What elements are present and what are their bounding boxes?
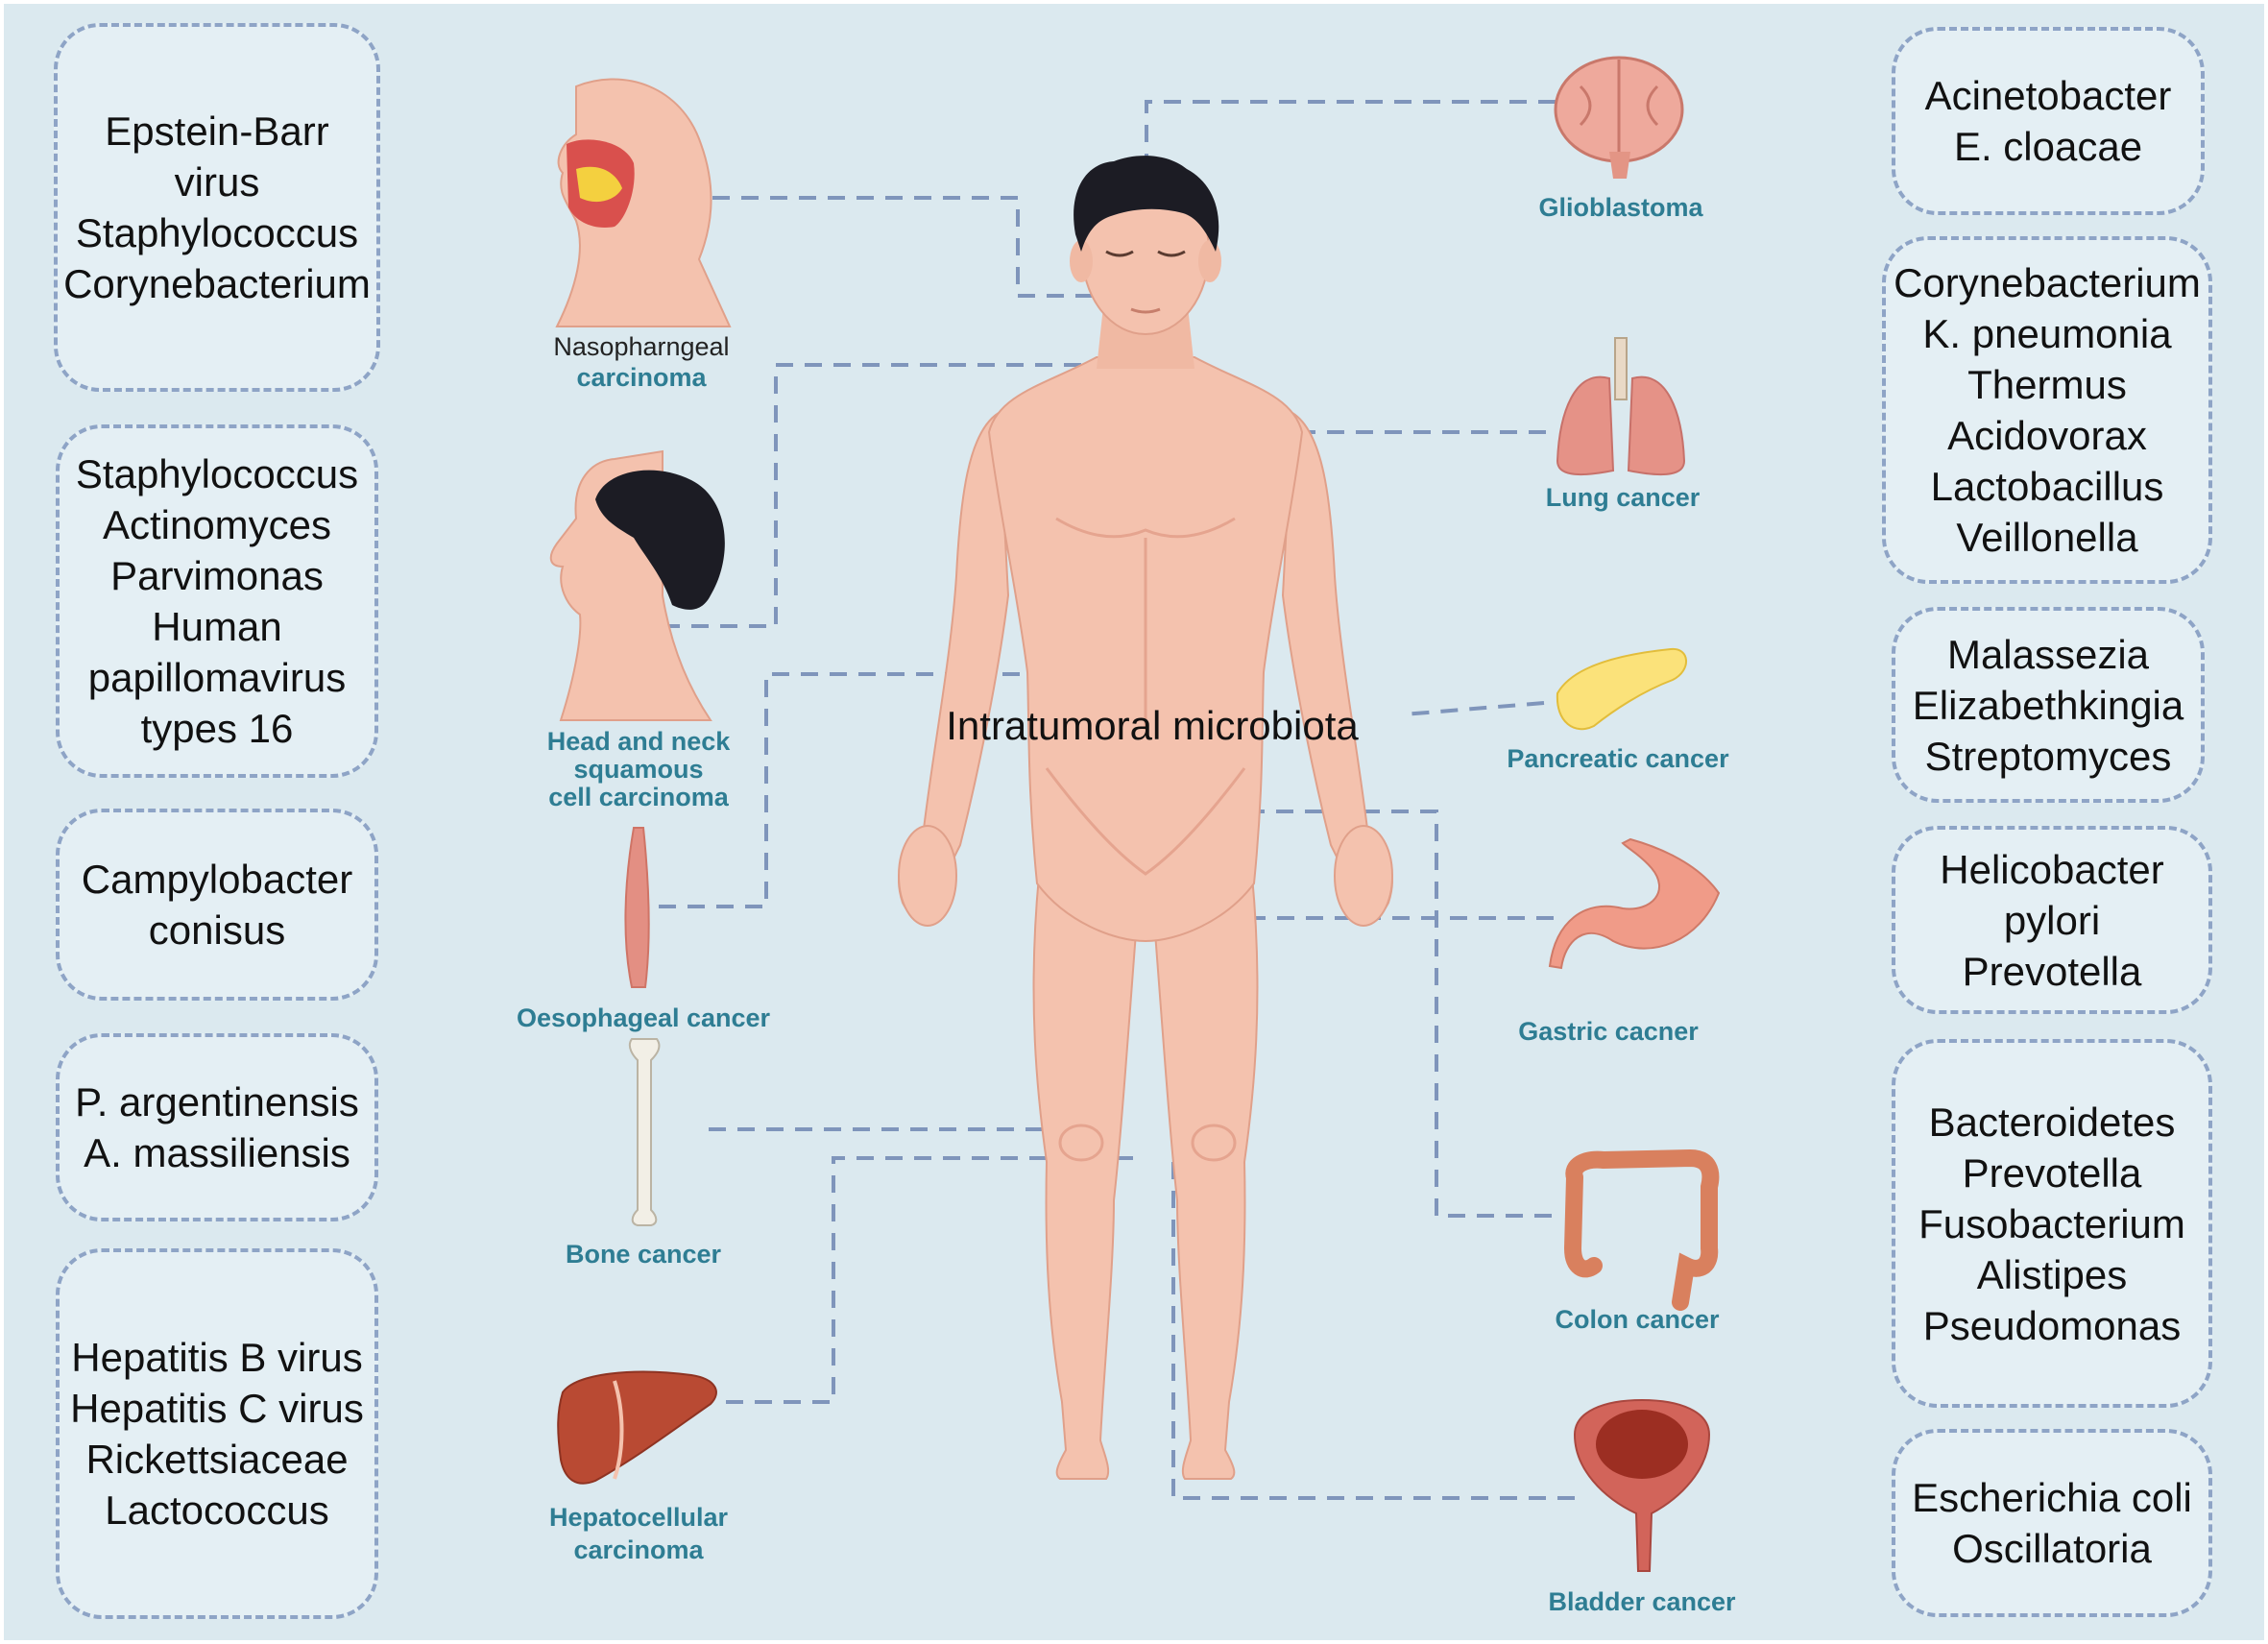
label-lung: Lung cancer: [1545, 483, 1701, 512]
right-knee: [1191, 1124, 1237, 1162]
colon-illustration: [1563, 1148, 1720, 1311]
pelvis-line: [1045, 767, 1246, 876]
label-headneck-3: cell carcinoma: [548, 783, 729, 811]
microbe-name: Epstein-Barr: [105, 109, 329, 154]
microbe-name: K. pneumonia: [1922, 311, 2172, 356]
connector-nasopharyngeal: [684, 196, 1125, 298]
label-glioblastoma: Glioblastoma: [1538, 193, 1703, 222]
pancreas-illustration: [1556, 647, 1687, 731]
head-neck-illustration: [549, 449, 725, 721]
microbe-name: types 16: [140, 706, 294, 751]
microbe-name: Malassezia: [1946, 631, 2150, 677]
microbe-name: Lactococcus: [105, 1487, 329, 1533]
left-eye: [1105, 250, 1134, 257]
microbe-name: Human: [152, 604, 282, 649]
left-leg: [1032, 874, 1141, 1480]
chest-shading: [1055, 517, 1236, 539]
brain-illustration: [1554, 56, 1684, 179]
label-nasopharyngeal-2: carcinoma: [576, 363, 707, 392]
microbe-name: Oscillatoria: [1952, 1526, 2152, 1571]
microbe-box-oesophageal: Campylobacter conisus: [56, 809, 378, 1001]
hair: [1074, 156, 1219, 252]
label-headneck-2: squamous: [573, 755, 704, 784]
microbe-name: Rickettsiaceae: [85, 1437, 349, 1482]
microbe-name: Veillonella: [1956, 515, 2138, 560]
microbe-name: Elizabethkingia: [1912, 682, 2184, 728]
microbe-name: Alistipes: [1976, 1251, 2128, 1297]
microbe-name: conisus: [148, 907, 286, 953]
microbe-name: virus: [174, 159, 260, 205]
microbe-name: Corynebacterium: [1894, 260, 2201, 305]
bone-illustration: [628, 1038, 661, 1226]
label-nasopharyngeal-1: Nasopharngeal: [553, 332, 730, 361]
right-eye: [1157, 250, 1186, 257]
microbe-name: Corynebacterium: [63, 261, 371, 306]
microbe-name: Fusobacterium: [1918, 1200, 2185, 1246]
right-leg: [1150, 874, 1259, 1480]
microbe-box-colon: Bacteroidetes Prevotella Fusobacterium A…: [1892, 1039, 2212, 1408]
microbe-name: Hepatitis C virus: [70, 1386, 364, 1431]
label-gastric: Gastric cacner: [1518, 1017, 1699, 1046]
connector-glioblastoma: [1145, 100, 1556, 217]
microbe-name: Thermus: [1967, 362, 2127, 407]
liver-illustration: [557, 1370, 717, 1485]
microbe-name: Streptomyces: [1924, 733, 2172, 779]
microbe-box-pancreatic: Malassezia Elizabethkingia Streptomyces: [1892, 607, 2205, 803]
connector-hepatocellular: [726, 1156, 1143, 1404]
label-bone: Bone cancer: [565, 1240, 722, 1269]
microbe-name: Escherichia coli: [1912, 1475, 2192, 1520]
microbe-name: Parvimonas: [110, 553, 324, 598]
microbe-name: Pseudomonas: [1922, 1302, 2182, 1348]
microbe-box-hepatocellular: Hepatitis B virus Hepatitis C virus Rick…: [56, 1248, 378, 1619]
microbe-name: Helicobacter: [1940, 846, 2164, 892]
microbe-name: E. cloacae: [1953, 124, 2143, 169]
microbe-name: Prevotella: [1962, 948, 2142, 994]
microbe-name: Hepatitis B virus: [71, 1335, 363, 1380]
right-hand: [1334, 825, 1393, 927]
microbe-box-glioblastoma: Acinetobacter E. cloacae: [1892, 27, 2205, 215]
microbe-name: Lactobacillus: [1930, 464, 2164, 509]
label-pancreatic: Pancreatic cancer: [1507, 744, 1729, 773]
left-knee: [1058, 1124, 1104, 1162]
microbe-name: P. argentinensis: [75, 1079, 359, 1124]
microbe-name: Acinetobacter: [1924, 73, 2172, 118]
microbe-name: pylori: [2003, 897, 2101, 943]
microbe-box-nasopharyngeal: Epstein-Barr virus Staphylococcus Coryne…: [54, 23, 380, 392]
mouth: [1130, 307, 1161, 314]
human-body-illustration: [898, 156, 1393, 1480]
connector-head-neck: [663, 363, 1097, 628]
connector-pancreatic: [1403, 701, 1545, 716]
microbe-name: Campylobacter: [81, 857, 353, 902]
microbe-name: papillomavirus: [87, 655, 347, 700]
connector-oesophageal: [659, 672, 1077, 908]
stomach-illustration: [1548, 837, 1721, 970]
bladder-illustration: [1573, 1398, 1711, 1572]
center-title: Intratumoral microbiota: [946, 703, 1359, 748]
left-hand: [898, 825, 957, 927]
left-ear: [1070, 240, 1093, 282]
microbe-name: Staphylococcus: [75, 210, 359, 255]
microbe-name: Actinomyces: [102, 502, 332, 547]
microbe-name: Prevotella: [1962, 1149, 2142, 1196]
oesophagus-illustration: [624, 827, 650, 988]
microbe-name: Staphylococcus: [75, 451, 359, 496]
label-hepatocellular-2: carcinoma: [573, 1535, 704, 1564]
nasopharynx-illustration: [555, 78, 732, 327]
label-hepatocellular-1: Hepatocellular: [548, 1503, 729, 1532]
microbe-box-bone: P. argentinensis A. massiliensis: [56, 1033, 378, 1221]
microbe-box-head-neck: Staphylococcus Actinomyces Parvimonas Hu…: [56, 424, 378, 778]
microbe-name: A. massiliensis: [84, 1130, 350, 1175]
right-ear: [1198, 240, 1221, 282]
microbe-name: Acidovorax: [1947, 413, 2147, 458]
label-colon: Colon cancer: [1555, 1305, 1720, 1334]
label-oesophageal: Oesophageal cancer: [516, 1003, 771, 1032]
microbe-name: Bacteroidetes: [1928, 1099, 2176, 1145]
microbe-box-lung: Corynebacterium K. pneumonia Thermus Aci…: [1882, 236, 2212, 584]
label-bladder: Bladder cancer: [1548, 1587, 1736, 1616]
microbe-box-bladder: Escherichia coli Oscillatoria: [1892, 1429, 2212, 1617]
lungs-illustration: [1556, 337, 1686, 476]
label-headneck-1: Head and neck: [546, 727, 731, 756]
microbe-box-gastric: Helicobacter pylori Prevotella: [1892, 826, 2212, 1014]
